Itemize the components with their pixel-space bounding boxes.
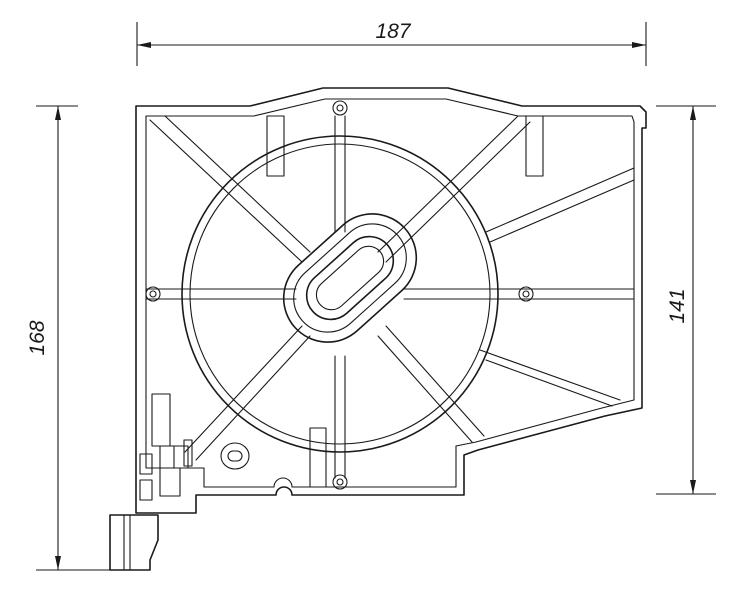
dimension-height-left: 168: [26, 105, 112, 571]
plate-outline: [135, 87, 647, 514]
dimension-width: 187: [136, 20, 647, 66]
dimension-width-label: 187: [375, 20, 411, 43]
mounting-hole-top: [332, 100, 348, 116]
ribs: [145, 115, 635, 479]
mounting-hole-bottom: [332, 474, 348, 490]
mounting-hole-left: [145, 286, 161, 302]
dimension-height-left-label: 168: [26, 320, 49, 355]
slots: [266, 115, 544, 488]
lower-left-details: [109, 393, 250, 571]
center-hub: [282, 213, 418, 343]
mounting-holes: [145, 100, 534, 490]
connector-block: [109, 514, 159, 571]
main-ring: [181, 135, 499, 453]
mounting-hole-right: [518, 286, 534, 302]
dimension-height-right-label: 141: [666, 288, 689, 323]
oval-boss: [220, 442, 250, 470]
dimension-height-right: 141: [656, 105, 716, 495]
